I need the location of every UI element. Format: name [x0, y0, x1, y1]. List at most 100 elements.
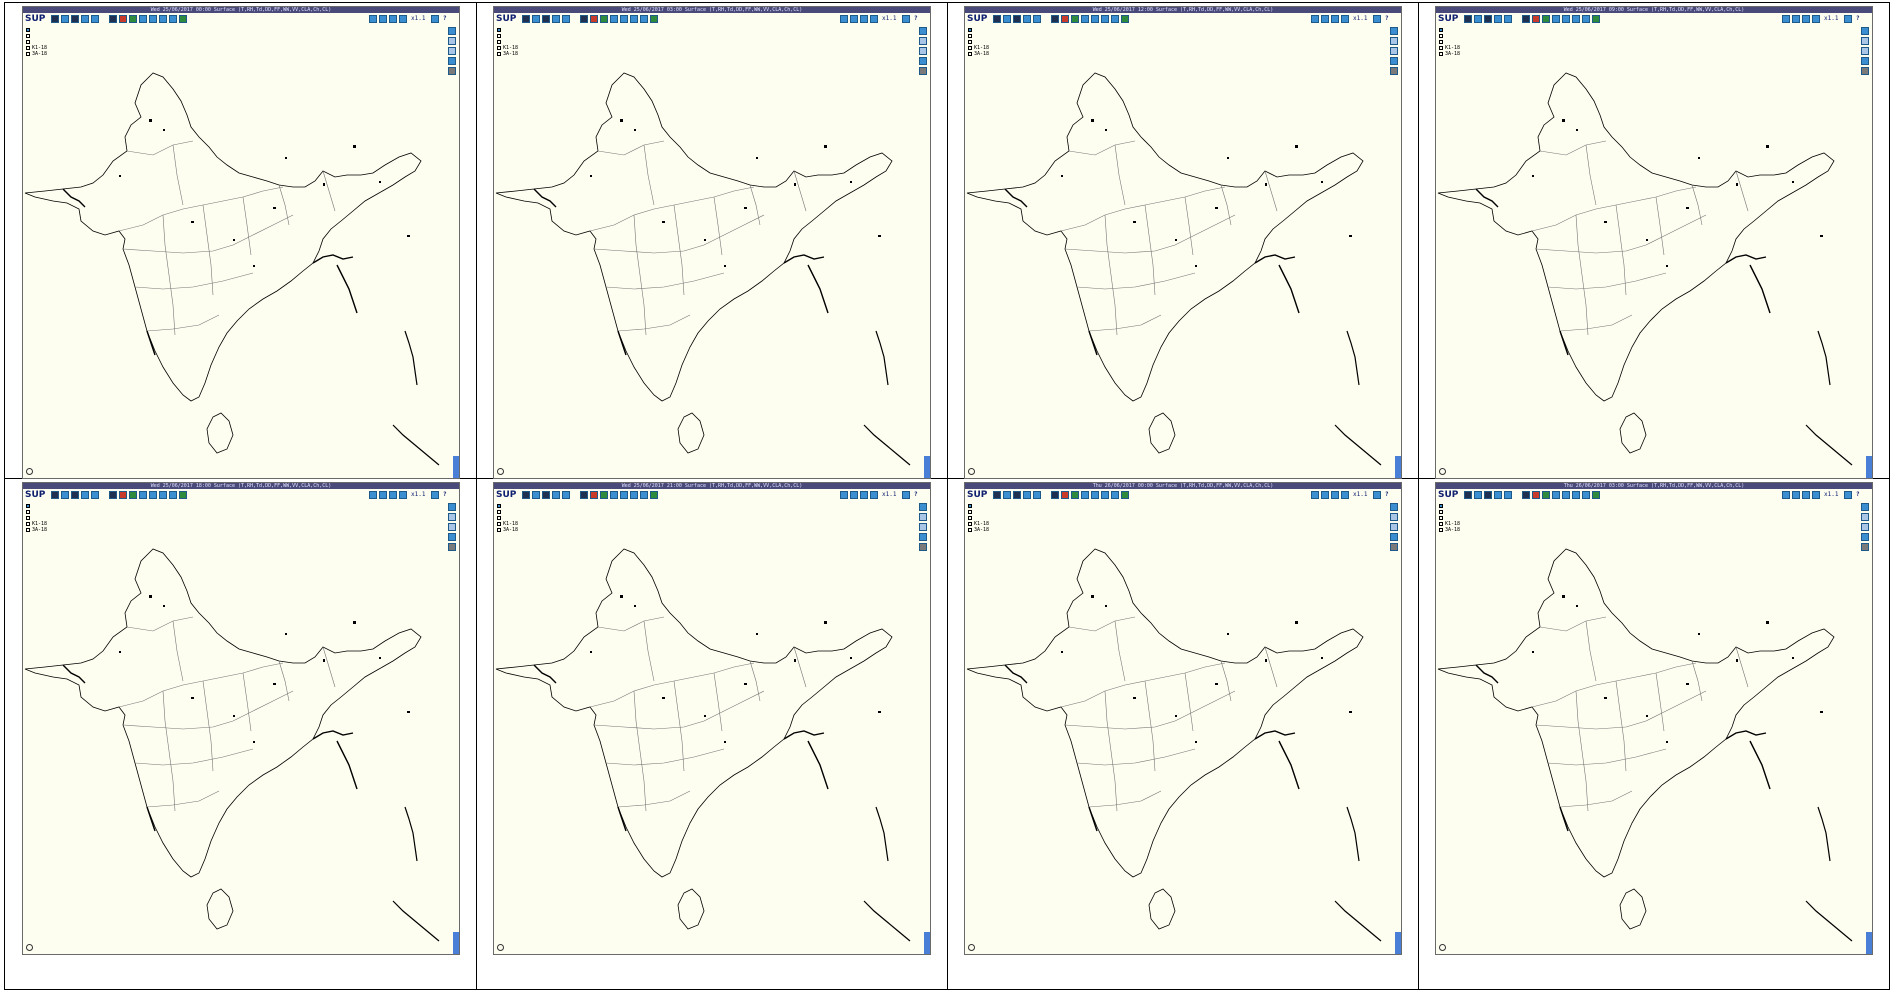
play-forward-icon[interactable]: [1812, 491, 1820, 499]
legend-swatch-row[interactable]: [1439, 27, 1460, 33]
layer-icon[interactable]: [71, 491, 79, 499]
india-map[interactable]: [1436, 501, 1872, 954]
legend-item[interactable]: K1-18: [1439, 521, 1460, 527]
legend-swatch-row[interactable]: [968, 515, 989, 521]
legend-item[interactable]: 3A-18: [26, 51, 47, 57]
chart-icon[interactable]: [1033, 15, 1041, 23]
settings-icon[interactable]: [448, 67, 456, 75]
annotate-icon[interactable]: [1101, 491, 1109, 499]
rotate-icon[interactable]: [1311, 491, 1319, 499]
legend-swatch-row[interactable]: [26, 27, 47, 33]
minimize-icon[interactable]: [1390, 523, 1398, 531]
map-icon[interactable]: [590, 15, 598, 23]
legend-item[interactable]: 3A-18: [1439, 51, 1460, 57]
close-icon[interactable]: [1390, 27, 1398, 35]
legend-item[interactable]: 3A-18: [26, 527, 47, 533]
compass-icon[interactable]: [968, 944, 975, 951]
mode-icon[interactable]: [51, 15, 59, 23]
help-button[interactable]: ?: [443, 491, 447, 498]
legend-item[interactable]: 3A-18: [497, 527, 518, 533]
back-icon[interactable]: [850, 15, 858, 23]
scrollbar[interactable]: [924, 932, 930, 954]
legend-swatch-row[interactable]: [497, 503, 518, 509]
legend-item[interactable]: K1-18: [26, 521, 47, 527]
zoom-icon[interactable]: [600, 15, 608, 23]
close-icon[interactable]: [1390, 503, 1398, 511]
compass-icon[interactable]: [497, 468, 504, 475]
india-map[interactable]: [23, 501, 459, 954]
mode-icon[interactable]: [51, 491, 59, 499]
back-icon[interactable]: [1321, 491, 1329, 499]
legend-swatch-row[interactable]: [968, 27, 989, 33]
move-icon[interactable]: [1474, 15, 1482, 23]
zoom-level[interactable]: x1.1: [1353, 491, 1368, 498]
play-back-icon[interactable]: [1331, 15, 1339, 23]
scrollbar[interactable]: [453, 932, 459, 954]
legend-swatch-row[interactable]: [968, 503, 989, 509]
check-icon[interactable]: [1121, 491, 1129, 499]
zoom-icon[interactable]: [129, 491, 137, 499]
chart-icon[interactable]: [1504, 15, 1512, 23]
india-map[interactable]: [965, 501, 1401, 954]
india-map[interactable]: [23, 25, 459, 478]
info-icon[interactable]: [1390, 533, 1398, 541]
play-forward-icon[interactable]: [399, 491, 407, 499]
mode-icon[interactable]: [522, 491, 530, 499]
legend-swatch-row[interactable]: [26, 39, 47, 45]
move-icon[interactable]: [61, 15, 69, 23]
settings-icon[interactable]: [919, 543, 927, 551]
chart-icon[interactable]: [1033, 491, 1041, 499]
rotate-icon[interactable]: [840, 15, 848, 23]
mode-icon[interactable]: [522, 15, 530, 23]
legend-item[interactable]: 3A-18: [968, 51, 989, 57]
legend-swatch-row[interactable]: [497, 33, 518, 39]
save-icon[interactable]: [1522, 491, 1530, 499]
move-icon[interactable]: [532, 15, 540, 23]
legend-swatch-row[interactable]: [1439, 515, 1460, 521]
zoom-in-icon[interactable]: [610, 15, 618, 23]
move-icon[interactable]: [1003, 15, 1011, 23]
legend-swatch-row[interactable]: [1439, 33, 1460, 39]
play-back-icon[interactable]: [860, 491, 868, 499]
play-forward-icon[interactable]: [870, 491, 878, 499]
legend-swatch-row[interactable]: [1439, 503, 1460, 509]
line-icon[interactable]: [1562, 15, 1570, 23]
mode-icon[interactable]: [993, 491, 1001, 499]
hand-icon[interactable]: [81, 491, 89, 499]
settings-icon[interactable]: [448, 543, 456, 551]
hand-icon[interactable]: [1023, 15, 1031, 23]
legend-item[interactable]: 3A-18: [497, 51, 518, 57]
mode-icon[interactable]: [993, 15, 1001, 23]
restore-icon[interactable]: [1861, 513, 1869, 521]
info-icon[interactable]: [1390, 57, 1398, 65]
india-map[interactable]: [494, 25, 930, 478]
chart-icon[interactable]: [91, 491, 99, 499]
compass-icon[interactable]: [497, 944, 504, 951]
zoom-icon[interactable]: [1542, 15, 1550, 23]
line-icon[interactable]: [1562, 491, 1570, 499]
check-icon[interactable]: [650, 491, 658, 499]
play-back-icon[interactable]: [1802, 491, 1810, 499]
add-icon[interactable]: [169, 491, 177, 499]
info-icon[interactable]: [1861, 57, 1869, 65]
legend-swatch-row[interactable]: [497, 27, 518, 33]
settings-icon[interactable]: [1390, 543, 1398, 551]
annotate-icon[interactable]: [1572, 15, 1580, 23]
info-icon[interactable]: [448, 533, 456, 541]
help-button[interactable]: ?: [1856, 491, 1860, 498]
add-icon[interactable]: [1111, 15, 1119, 23]
zoom-in-icon[interactable]: [610, 491, 618, 499]
play-forward-icon[interactable]: [1341, 491, 1349, 499]
india-map[interactable]: [1436, 25, 1872, 478]
zoom-icon[interactable]: [1071, 15, 1079, 23]
close-icon[interactable]: [448, 27, 456, 35]
zoom-in-icon[interactable]: [1552, 491, 1560, 499]
restore-icon[interactable]: [1861, 37, 1869, 45]
zoom-level[interactable]: x1.1: [882, 15, 897, 22]
info-icon[interactable]: [902, 491, 910, 499]
save-icon[interactable]: [1051, 15, 1059, 23]
legend-swatch-row[interactable]: [26, 515, 47, 521]
mode-icon[interactable]: [1464, 15, 1472, 23]
line-icon[interactable]: [620, 15, 628, 23]
layer-icon[interactable]: [1484, 491, 1492, 499]
